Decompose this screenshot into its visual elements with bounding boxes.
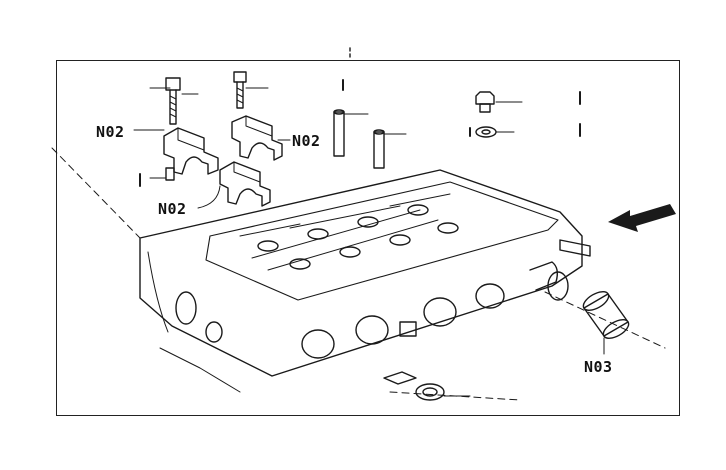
cylinder-head <box>139 169 591 393</box>
diagram-frame <box>56 60 680 416</box>
leader-left-diagonal <box>51 147 141 239</box>
bolt-right <box>233 71 269 109</box>
valve-guide-1 <box>333 109 369 157</box>
direction-arrow-icon <box>608 204 676 232</box>
bearing-cap-left <box>133 127 219 175</box>
dowel-pin <box>149 167 175 181</box>
leader-right-diagonal <box>544 291 666 349</box>
valve-guide-2 <box>373 129 407 169</box>
dashed-leader-lines <box>51 147 666 401</box>
bolt-left <box>149 77 199 125</box>
callout-valve-plug: N03 <box>584 358 613 376</box>
bearing-cap-lower <box>197 161 271 209</box>
gasket-ring <box>415 383 471 401</box>
callout-lower-bracket: N02 <box>158 200 187 218</box>
oil-plug <box>475 91 523 113</box>
callout-left-bracket: N02 <box>96 123 125 141</box>
valve-plug <box>582 291 630 355</box>
callout-right-bracket: N02 <box>292 132 321 150</box>
plug-washer <box>475 126 515 138</box>
part-marks <box>139 79 581 187</box>
gasket-small <box>383 371 417 385</box>
bearing-cap-right <box>231 115 291 161</box>
